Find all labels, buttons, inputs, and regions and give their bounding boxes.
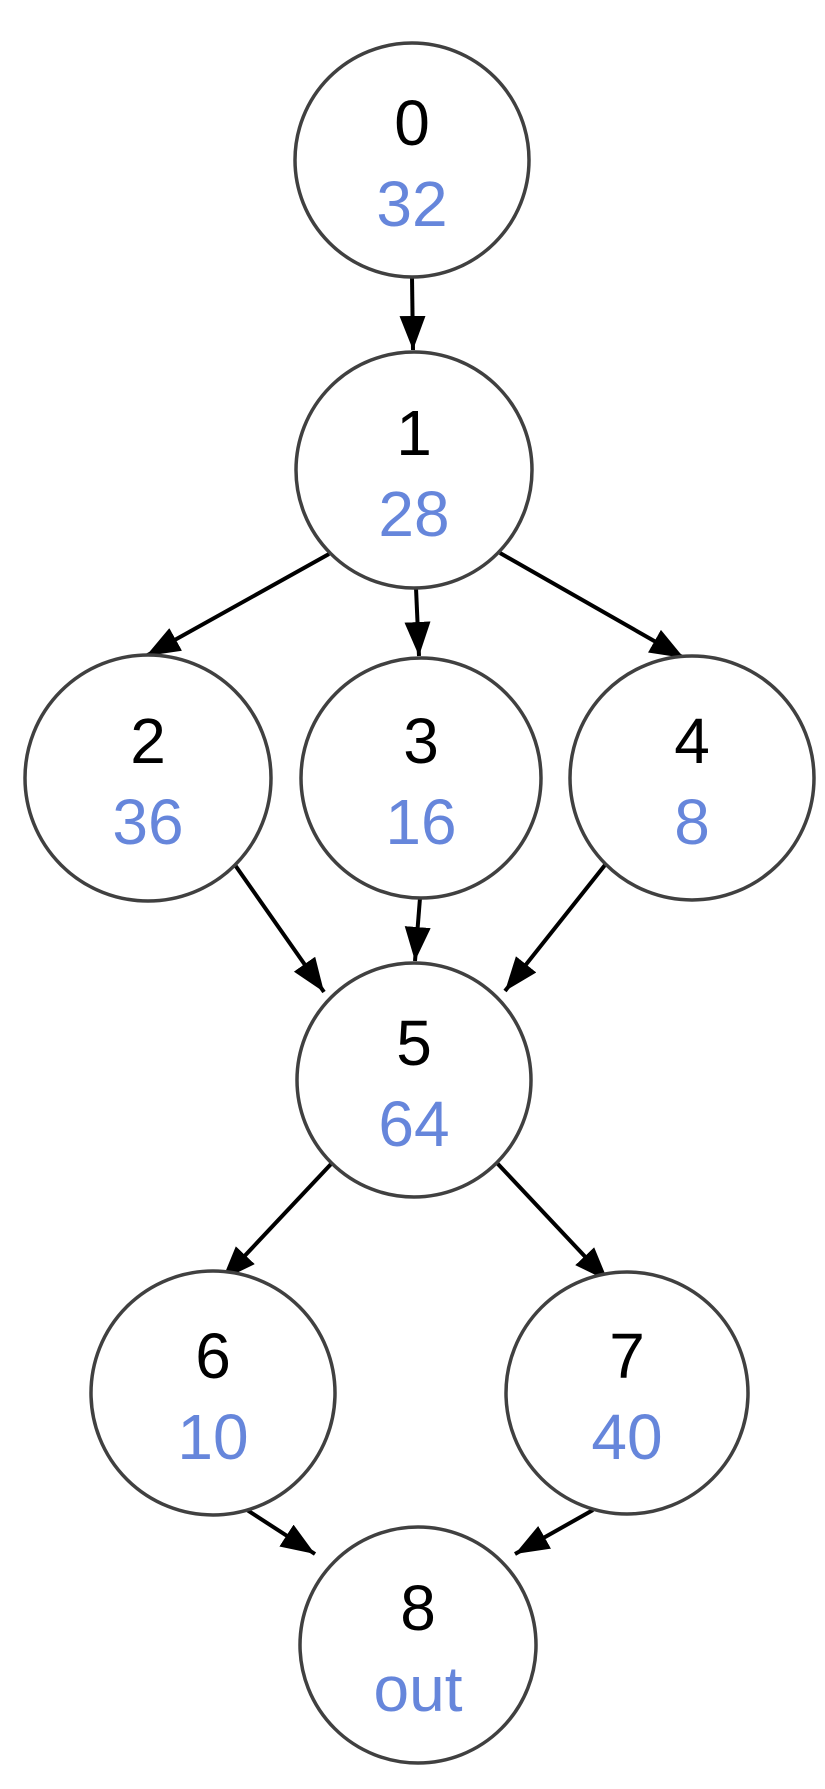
node-6-circle (89, 1269, 337, 1517)
node-0-circle (293, 41, 531, 279)
node-3-value: 16 (385, 786, 456, 858)
node-6-value: 10 (177, 1401, 248, 1473)
edge-1-to-4 (499, 551, 685, 660)
edge-6-to-8 (245, 1508, 317, 1556)
node-5-value: 64 (378, 1088, 449, 1160)
edge-5-to-7 (495, 1161, 610, 1283)
node-2: 236 (23, 653, 273, 903)
node-4-label: 4 (674, 705, 710, 777)
node-4-circle (568, 654, 816, 902)
node-8: 8 out (298, 1525, 538, 1765)
node-8-label: 8 (400, 1572, 436, 1644)
node-8-value: out (374, 1653, 463, 1725)
node-1-circle (294, 350, 534, 590)
node-5-label: 5 (396, 1007, 432, 1079)
node-5-circle (295, 961, 533, 1199)
node-7-value: 40 (591, 1401, 662, 1473)
edge-0-to-1 (399, 276, 426, 351)
node-7-label: 7 (609, 1320, 645, 1392)
node-3-circle (299, 656, 543, 900)
node-5: 564 (295, 961, 533, 1199)
node-8-circle (298, 1525, 538, 1765)
node-2-circle (23, 653, 273, 903)
node-3-label: 3 (403, 705, 439, 777)
edge-5-to-6 (220, 1161, 334, 1282)
node-0-value: 32 (376, 168, 447, 240)
node-0-label: 0 (394, 87, 430, 159)
edge-2-to-5 (233, 863, 326, 994)
node-0: 032 (293, 41, 531, 279)
node-6: 610 (89, 1269, 337, 1517)
node-1-label: 1 (396, 397, 432, 469)
edge-3-to-5 (404, 897, 431, 962)
node-7: 740 (504, 1270, 750, 1516)
edge-1-to-3 (404, 587, 431, 657)
node-2-value: 36 (112, 786, 183, 858)
node-4-value: 8 (674, 786, 710, 858)
node-1: 128 (294, 350, 534, 590)
edge-7-to-8 (514, 1508, 594, 1556)
node-1-value: 28 (378, 478, 449, 550)
edge-1-to-2 (145, 552, 330, 658)
node-6-label: 6 (195, 1320, 231, 1392)
node-7-circle (504, 1270, 750, 1516)
node-2-label: 2 (130, 705, 166, 777)
node-3: 316 (299, 656, 543, 900)
edge-4-to-5 (503, 863, 607, 993)
node-4: 48 (568, 654, 816, 902)
